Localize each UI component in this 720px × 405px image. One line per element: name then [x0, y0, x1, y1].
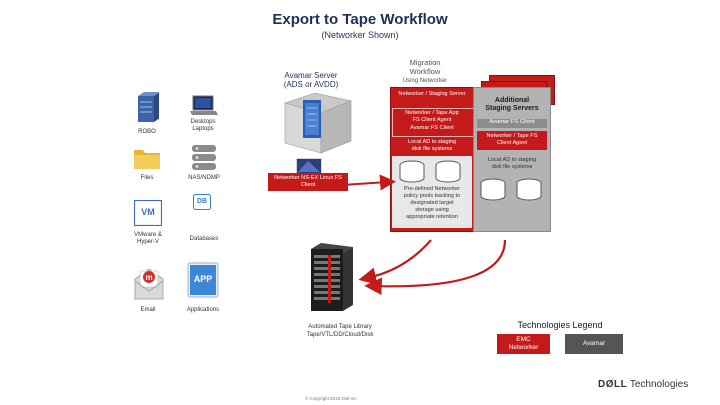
svg-text:m: m [145, 273, 152, 282]
copyright-footer: © Copyright 2018 Dell Inc. [305, 396, 358, 401]
page-title: Export to Tape Workflow [272, 11, 448, 28]
migration-line2: Workflow [409, 67, 441, 76]
dell-logo-rest: Technologies [629, 379, 689, 390]
nw-app-box [392, 108, 474, 137]
files-label: Files [140, 175, 154, 181]
email-icon: m [134, 268, 164, 300]
staging-disk-icons [399, 160, 461, 183]
tape-library-icon [311, 243, 353, 311]
vm-badge-icon [134, 200, 162, 226]
nw-lower-3: designated target [410, 200, 454, 206]
vm-badge-text: VM [141, 207, 155, 217]
legend-title: Technologies Legend [517, 320, 603, 330]
arrow-to-networker [326, 174, 396, 191]
folder-icon [134, 150, 160, 169]
databases-label: Databases [189, 236, 219, 242]
nw-lower-1: Pre-defined Networker [404, 186, 460, 192]
avamar-server-label: Avamar Server (ADS or AVDD) [283, 71, 339, 89]
staging-band-3a: Local AD to staging [487, 157, 537, 163]
dell-logo-bold: DØLL [598, 379, 628, 390]
vmware-label: VMware & Hyper-V [134, 232, 162, 245]
robo-server-icon [138, 92, 159, 122]
disk-icon [399, 160, 425, 183]
library-caption-2: Tape/VTL/DD/Cloud/Disk [306, 332, 374, 338]
desktop-laptop-icon [190, 95, 218, 115]
additional-staging-box [473, 87, 551, 232]
nas-label: NAS/NDMP [188, 175, 220, 181]
nw-row-5: disk file systems [411, 146, 453, 152]
nw-row-2: FS Client Agent [412, 117, 452, 123]
desktops-label: Desktops Laptops [190, 119, 216, 132]
db-badge-icon [193, 194, 211, 210]
email-label: Email [140, 307, 156, 313]
robo-label: ROBO [138, 129, 156, 135]
nw-lower-5: appropriate retention [406, 214, 458, 220]
staging-band-2-bg [477, 131, 547, 150]
page-subtitle: (Networker Shown) [321, 30, 399, 40]
arrow-staging-to-library [364, 239, 507, 296]
dell-technologies-logo: DØLL Technologies [598, 379, 688, 390]
disk-icon [516, 178, 542, 201]
app-icon [187, 262, 219, 298]
avamar-server-icon [283, 93, 353, 154]
migration-line1: Migration [409, 58, 441, 67]
nw-row-4: Local AD to staging [407, 139, 457, 145]
nw-lower-2: policy pools backing to [403, 193, 461, 199]
staging-band-2b: Client Agent [496, 140, 528, 146]
migration-line3: Using Networker [402, 78, 448, 84]
nw-row-1: Networker / Tape App [405, 110, 459, 116]
nw-head-1: Networker / Staging Server [398, 91, 466, 97]
legend-networker-box: EMC Networker [497, 334, 550, 354]
staging-head-1: Additional [494, 97, 530, 104]
legend-emc-line1: EMC [516, 336, 531, 343]
nw-lower-4: storage using [415, 207, 449, 213]
nw-row-3: Avamar FS Client [410, 125, 454, 131]
legend-emc-line2: Networker [508, 344, 539, 351]
applications-label: Applications [186, 307, 220, 313]
library-caption-1: Automated Tape Library [308, 324, 372, 330]
flow-arrows [326, 174, 507, 296]
nas-storage-icon [192, 145, 216, 170]
staging-band-1: Avamar FS Client [477, 119, 547, 128]
staging-head-2: Staging Servers [485, 105, 539, 112]
networker-linux-label: Networker NS-EX Linux FS Client [274, 175, 342, 188]
disk-icon [480, 178, 506, 201]
staging-band-3b: disk file systems [491, 164, 533, 170]
staging-band-2a: Networker / Tape FS [486, 133, 538, 139]
disk-icon [435, 160, 461, 183]
arrow-networker-to-library [358, 239, 432, 285]
staging-disk-icons-2 [480, 178, 542, 201]
legend-avamar-box: Avamar [565, 334, 623, 354]
db-badge-text: DB [196, 198, 208, 205]
app-badge-text: APP [193, 274, 213, 284]
